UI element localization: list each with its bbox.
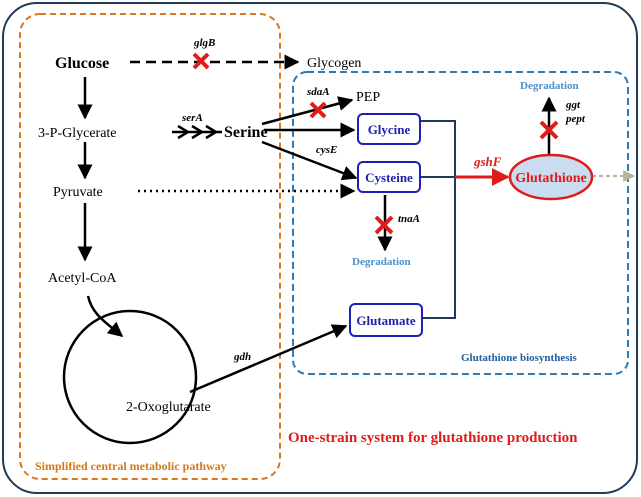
glutathione-ellipse xyxy=(508,153,594,201)
gene-sdaa: sdaA xyxy=(306,86,330,98)
node-glutamate: Glutamate xyxy=(356,313,415,328)
glgb-knockout-icon xyxy=(192,52,210,70)
ggt-knockout-icon xyxy=(539,120,559,140)
label-degradation-top: Degradation xyxy=(520,80,579,92)
gene-glgb: glgB xyxy=(193,37,215,49)
central-pathway-box xyxy=(19,13,281,480)
substrate-bracket xyxy=(419,120,456,319)
arrow-acetylcoa-tca xyxy=(86,295,124,337)
gene-tnaa: tnaA xyxy=(398,213,420,225)
node-glucose: Glucose xyxy=(55,55,109,72)
glycine-box xyxy=(357,113,421,145)
gene-cyse: cysE xyxy=(316,144,337,156)
node-pyruvate: Pyruvate xyxy=(53,185,103,200)
arrow-pgp-serine xyxy=(172,124,222,140)
gene-ggt: ggt xyxy=(565,99,581,111)
label-central-pathway: Simplified central metabolic pathway xyxy=(35,459,227,473)
node-acetyl-coa: Acetyl-CoA xyxy=(48,271,117,286)
label-gsh-biosynthesis: Glutathione biosynthesis xyxy=(461,352,578,364)
node-oxoglutarate: 2-Oxoglutarate xyxy=(126,400,211,415)
node-cysteine: Cysteine xyxy=(365,170,413,185)
glutamate-box xyxy=(349,303,423,337)
node-serine: Serine xyxy=(224,124,268,141)
cysteine-box xyxy=(357,161,421,193)
sdaa-knockout-icon xyxy=(309,101,327,119)
arrow-oxoglutarate-glutamate xyxy=(189,324,348,394)
tca-cycle xyxy=(62,309,198,445)
system-title: One-strain system for glutathione produc… xyxy=(288,430,578,446)
node-glycine: Glycine xyxy=(368,122,411,137)
node-glycogen: Glycogen xyxy=(307,56,361,71)
node-pep: PEP xyxy=(356,90,380,105)
label-degradation-mid: Degradation xyxy=(352,256,411,268)
gene-gdh: gdh xyxy=(233,351,251,363)
gene-pept: pept xyxy=(565,113,586,125)
biosynthesis-box xyxy=(292,71,629,375)
node-glutathione: Glutathione xyxy=(515,171,587,186)
arrow-serine-cysteine xyxy=(261,140,358,181)
arrow-serine-pep xyxy=(261,96,354,126)
node-pgp: 3-P-Glycerate xyxy=(38,126,117,141)
gene-gshf: gshF xyxy=(473,154,502,169)
tnaa-knockout-icon xyxy=(374,215,394,235)
gene-sera: serA xyxy=(181,112,203,124)
